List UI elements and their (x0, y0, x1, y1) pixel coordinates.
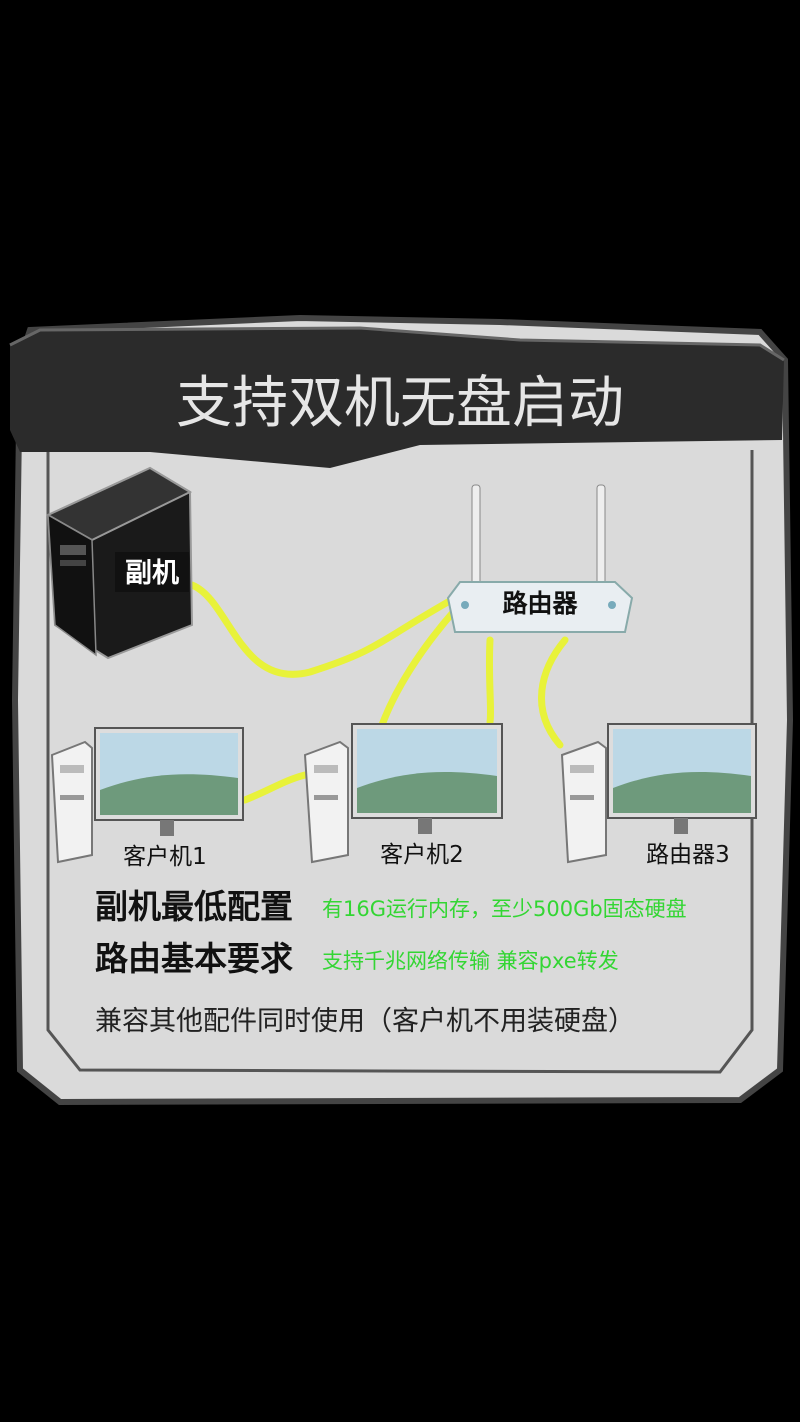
cable-sub-router (188, 581, 459, 678)
cable-client1-client2 (241, 771, 309, 804)
client3-label: 路由器3 (646, 842, 730, 868)
router-icon (446, 484, 634, 633)
spec-label-router: 路由基本要求 (95, 939, 293, 978)
client1-computer-icon (50, 727, 244, 864)
client3-computer-icon (560, 723, 757, 864)
cables (188, 581, 569, 804)
client2-label: 客户机2 (380, 842, 464, 868)
spec-value-sub-machine: 有16G运行内存，至少500Gb固态硬盘 (322, 897, 687, 921)
cable-router-client3 (538, 636, 569, 749)
compatibility-note: 兼容其他配件同时使用（客户机不用装硬盘） (95, 1006, 635, 1037)
cable-router-client2b (485, 636, 495, 726)
sub-machine-label: 副机 (125, 558, 179, 589)
spec-label-sub-machine: 副机最低配置 (95, 887, 293, 926)
page-title: 支持双机无盘启动 (176, 371, 624, 436)
spec-value-router: 支持千兆网络传输 兼容pxe转发 (322, 949, 619, 973)
client2-computer-icon (303, 723, 503, 864)
client1-label: 客户机1 (123, 844, 207, 870)
panel (11, 314, 794, 1106)
sub-machine-label-bg (115, 552, 189, 592)
title-banner-highlight (9, 326, 785, 362)
cable-router-client2 (378, 606, 459, 729)
title-banner (10, 328, 784, 468)
panel-inner-border (46, 450, 754, 1074)
router-label: 路由器 (502, 589, 578, 618)
